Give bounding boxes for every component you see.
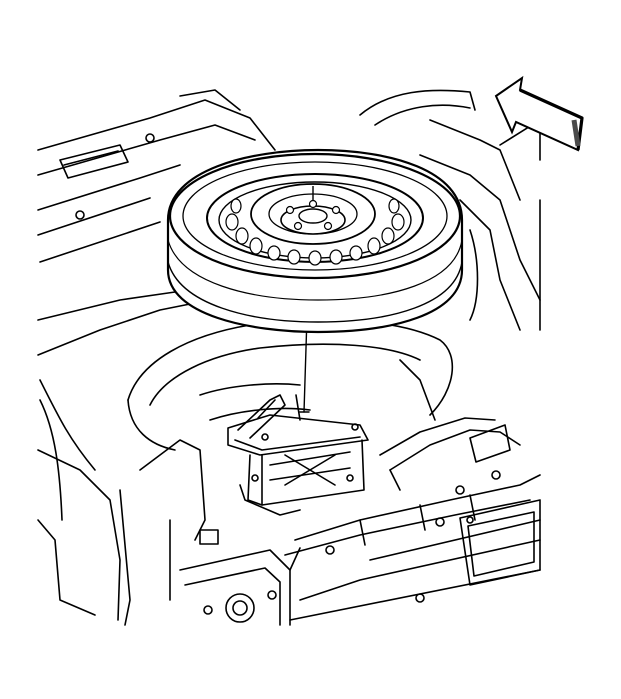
lower-pillar — [119, 439, 291, 626]
rear-sill — [284, 417, 541, 571]
rear-panel — [289, 499, 541, 621]
spare-tire — [166, 148, 464, 334]
left-body-frame — [37, 89, 276, 621]
jack-assembly — [227, 394, 369, 516]
direction-arrow — [494, 75, 584, 152]
wheel-hub — [250, 183, 376, 245]
rim-holes — [225, 198, 405, 266]
spare-tire-well — [127, 319, 454, 451]
right-body-frame — [359, 89, 541, 331]
